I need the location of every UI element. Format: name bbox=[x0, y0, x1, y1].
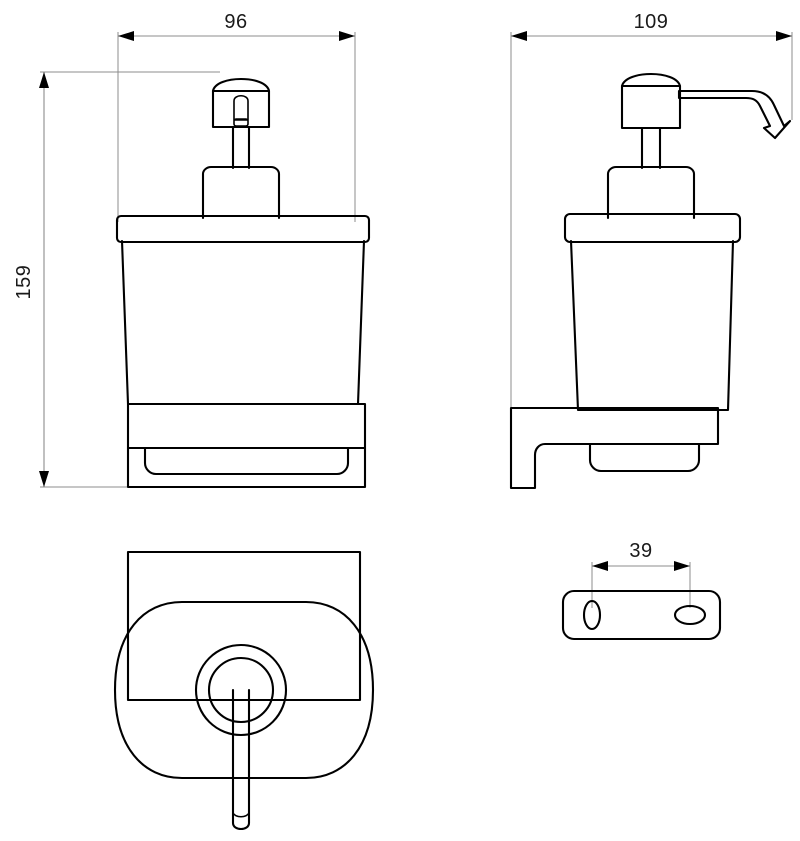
side-view: 109 bbox=[509, 11, 793, 490]
arrow-top-159 bbox=[39, 72, 49, 88]
pump-spout-side bbox=[677, 89, 792, 140]
pump-collar-front bbox=[201, 165, 281, 220]
arrow-right-96 bbox=[339, 31, 355, 41]
lever-handle-top bbox=[231, 688, 251, 831]
arrow-left-39 bbox=[592, 561, 608, 571]
bracket-slot-left bbox=[582, 599, 602, 631]
holder-ring-outline-top bbox=[113, 600, 375, 780]
pump-collar-side bbox=[606, 165, 696, 220]
arrow-left-109 bbox=[511, 31, 527, 41]
dimension-39: 39 bbox=[592, 540, 690, 571]
pump-knob-inner-base bbox=[233, 118, 249, 127]
holder-tray-side bbox=[588, 442, 701, 473]
dimension-label-39: 39 bbox=[629, 540, 652, 562]
arrow-bottom-159 bbox=[39, 471, 49, 487]
pump-head-side bbox=[620, 72, 682, 130]
arrow-right-109 bbox=[776, 31, 792, 41]
glass-body-front bbox=[120, 239, 366, 406]
bracket-plate-outline bbox=[561, 589, 722, 641]
glass-rim-front bbox=[115, 214, 371, 244]
wall-bracket-side bbox=[509, 406, 720, 490]
lever-tip-detail-top bbox=[232, 812, 250, 818]
front-view: 96 159 bbox=[13, 11, 371, 489]
top-view bbox=[113, 550, 375, 831]
wall-plate-top bbox=[126, 550, 362, 702]
pump-knob-outline bbox=[211, 77, 271, 129]
arrow-right-39 bbox=[674, 561, 690, 571]
dimension-label-159: 159 bbox=[13, 265, 35, 300]
arrow-left-96 bbox=[118, 31, 134, 41]
holder-inner-u-front bbox=[143, 446, 350, 476]
collar-outer-circle-top bbox=[194, 643, 288, 737]
dimension-96: 96 bbox=[118, 11, 355, 41]
pump-stem-front bbox=[231, 125, 251, 170]
dimension-label-96: 96 bbox=[224, 11, 247, 33]
holder-outer-front bbox=[126, 402, 367, 489]
collar-inner-circle-top bbox=[207, 656, 275, 724]
glass-rim-side bbox=[563, 212, 742, 244]
holder-bracket-front bbox=[126, 402, 367, 489]
dimension-label-109: 109 bbox=[634, 11, 669, 33]
pump-head-front bbox=[211, 77, 271, 129]
pump-knob-inner-slot bbox=[233, 94, 249, 121]
dimension-159: 159 bbox=[13, 72, 49, 487]
mounting-bracket-view: 39 bbox=[561, 540, 722, 641]
pump-stem-side bbox=[640, 126, 662, 170]
bracket-slot-right bbox=[673, 604, 707, 626]
pump-knob-side-outline bbox=[620, 72, 682, 130]
dimension-109: 109 bbox=[511, 11, 792, 41]
glass-body-side bbox=[569, 239, 735, 412]
